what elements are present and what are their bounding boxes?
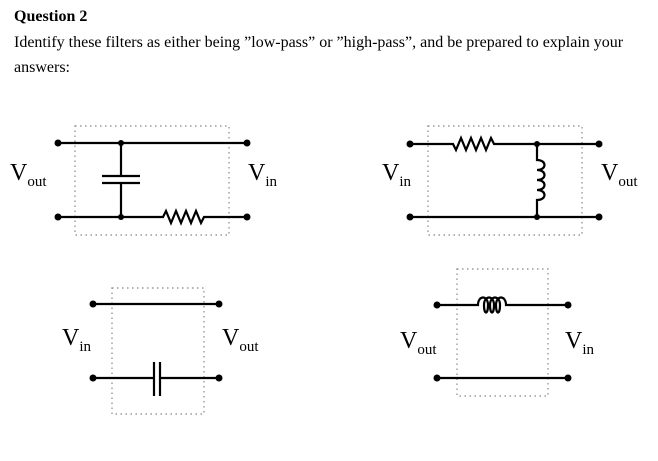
- wires: [410, 135, 599, 219]
- wires: [58, 141, 247, 226]
- wires-and-capacitor: [93, 302, 219, 396]
- filter-box: [427, 125, 583, 236]
- label-vin: Vin: [382, 160, 412, 190]
- label-vout: Vout: [400, 328, 437, 358]
- filter-box: [111, 287, 205, 415]
- terminal-dots: [54, 139, 251, 221]
- circuit-3: Vin Vout: [62, 287, 259, 415]
- terminal-dots: [406, 140, 603, 221]
- label-vout: Vout: [222, 325, 259, 355]
- question-text: Identify these filters as either being ”…: [14, 34, 624, 76]
- question-title: Question 2: [14, 8, 88, 25]
- terminal-dots: [433, 301, 572, 382]
- circuit-2: Vin Vout: [382, 125, 638, 236]
- terminal-dots: [89, 300, 223, 382]
- label-vin: Vin: [565, 328, 595, 358]
- label-vout: Vout: [10, 160, 47, 190]
- label-vin: Vin: [248, 160, 278, 190]
- filter-box: [456, 268, 549, 397]
- circuit-1: Vout Vin: [10, 125, 278, 236]
- inductor-symbol: [535, 144, 546, 217]
- circuit-4: Vout Vin: [400, 268, 595, 397]
- wires-and-inductor: [437, 296, 568, 380]
- capacitor-symbol: [102, 143, 140, 217]
- label-vin: Vin: [62, 325, 92, 355]
- label-vout: Vout: [601, 160, 638, 190]
- filter-box: [74, 125, 230, 236]
